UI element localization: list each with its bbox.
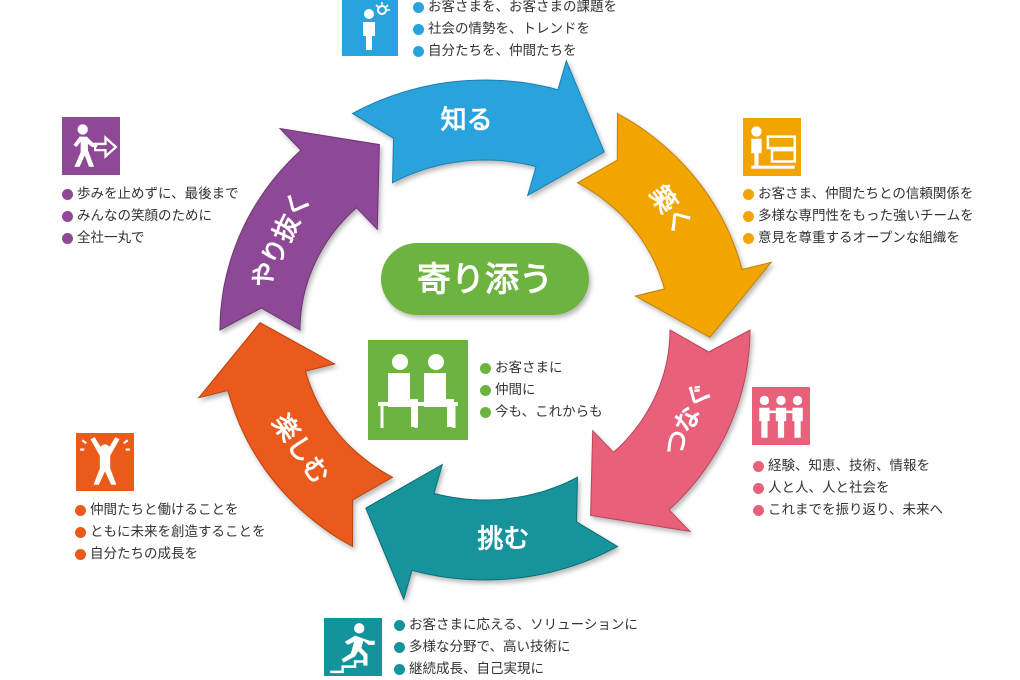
- arrow-shape: [197, 322, 394, 548]
- list-item: 歩みを止めずに、最後まで: [62, 183, 239, 205]
- running-person-icon: [324, 618, 382, 676]
- cycle-arrow-tanoshimu: 楽しむ: [197, 322, 394, 548]
- cycle-arrow-kizuku: 築く: [576, 112, 773, 338]
- cycle-arrow-idomu: 挑む: [365, 463, 619, 601]
- cycle-arrow-tsunagu: つなぐ: [590, 329, 751, 533]
- yarinuku-icon-box: [62, 117, 120, 175]
- list-item: 自分たちの成長を: [75, 543, 266, 565]
- tsunagu-icon-box: [752, 387, 810, 445]
- list-item: 多様な分野で、高い技術に: [394, 636, 638, 658]
- tsunagu-list: 経験、知恵、技術、情報を 人と人、人と社会を これまでを振り返り、未来へ: [753, 455, 943, 521]
- shiru-icon-box: [342, 0, 398, 56]
- kizuku-icon-box: [743, 118, 801, 176]
- arrow-shape: [219, 127, 380, 331]
- list-item: みんなの笑顔のために: [62, 205, 239, 227]
- people-sitting-icon: [368, 340, 468, 440]
- shiru-list: お客さまを、お客さまの課題を 社会の情勢を、トレンドを 自分たちを、仲間たちを: [413, 0, 617, 62]
- arrow-label-shiru: 知る: [441, 106, 493, 136]
- list-item: 意見を尊重するオープンな組織を: [743, 227, 974, 249]
- cycle-arrow-shiru: 知る: [351, 59, 605, 197]
- idomu-icon-box: [324, 618, 382, 676]
- tanoshimu-list: 仲間たちと働けることを ともに未来を創造することを 自分たちの成長を: [75, 499, 266, 565]
- list-item: 自分たちを、仲間たちを: [413, 40, 617, 62]
- list-item: 人と人、人と社会を: [753, 477, 943, 499]
- arrow-shape: [351, 59, 605, 197]
- list-item: 今も、これからも: [480, 401, 603, 423]
- list-item: お客さま、仲間たちとの信頼関係を: [743, 183, 974, 205]
- people-holding-hands-icon: [752, 387, 810, 445]
- arrow-label-idomu: 挑む: [477, 524, 529, 554]
- kizuku-list: お客さま、仲間たちとの信頼関係を 多様な専門性をもった強いチームを 意見を尊重す…: [743, 183, 974, 249]
- center-badge: 寄り添う: [381, 243, 589, 315]
- list-item: これまでを振り返り、未来へ: [753, 499, 943, 521]
- list-item: 全社一丸で: [62, 227, 239, 249]
- list-item: ともに未来を創造することを: [75, 521, 266, 543]
- idomu-list: お客さまに応える、ソリューションに 多様な分野で、高い技術に 継続成長、自己実現…: [394, 614, 638, 680]
- lightbulb-person-icon: [342, 0, 398, 56]
- list-item: 多様な専門性をもった強いチームを: [743, 205, 974, 227]
- list-item: 経験、知恵、技術、情報を: [753, 455, 943, 477]
- arrow-shape: [590, 329, 751, 533]
- center-title: 寄り添う: [417, 260, 553, 300]
- center-icon-box: [368, 340, 468, 440]
- arrow-shape: [365, 463, 619, 601]
- cycle-arrow-yarinuku: やり抜く: [219, 127, 380, 331]
- center-list: お客さまに 仲間に 今も、これからも: [480, 357, 603, 423]
- builder-icon: [743, 118, 801, 176]
- list-item: 仲間に: [480, 379, 603, 401]
- list-item: 仲間たちと働けることを: [75, 499, 266, 521]
- list-item: お客さまに応える、ソリューションに: [394, 614, 638, 636]
- list-item: 継続成長、自己実現に: [394, 658, 638, 680]
- list-item: 社会の情勢を、トレンドを: [413, 18, 617, 40]
- walking-arrow-icon: [62, 117, 120, 175]
- yarinuku-list: 歩みを止めずに、最後まで みんなの笑顔のために 全社一丸で: [62, 183, 239, 249]
- list-item: お客さまを、お客さまの課題を: [413, 0, 617, 18]
- list-item: お客さまに: [480, 357, 603, 379]
- arrow-shape: [576, 112, 773, 338]
- tanoshimu-icon-box: [76, 433, 134, 491]
- cheering-person-icon: [76, 433, 134, 491]
